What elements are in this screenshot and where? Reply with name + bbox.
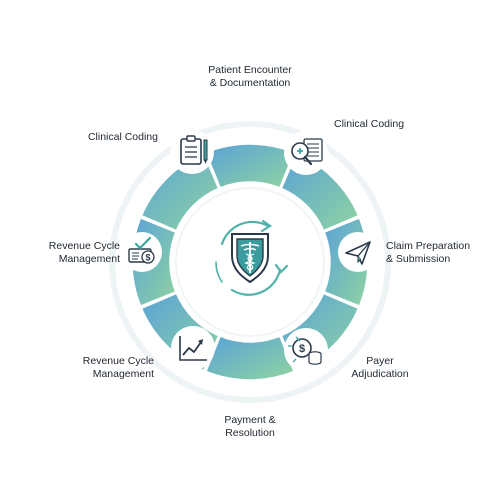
growth-chart-icon (171, 326, 215, 370)
stage-label-clinical-coding-right: Clinical Coding (334, 118, 405, 130)
check-dollar-icon: $ (122, 232, 162, 272)
background-halo (109, 121, 391, 403)
shield-caduceus-icon (231, 233, 269, 284)
clipboard-icon (170, 130, 214, 174)
ring-segment (205, 143, 295, 189)
coding-magnifier-icon (284, 131, 328, 175)
stage-label-claim-preparation: Claim Preparation& Submission (386, 240, 471, 265)
cycle-arrows-icon (215, 219, 289, 296)
ring-segment (205, 335, 295, 381)
paper-plane-icon (338, 232, 378, 272)
stage-label-patient-encounter: Patient Encounter& Documentation (208, 64, 292, 89)
inner-disc-halo (175, 187, 325, 337)
svg-text:$: $ (145, 253, 150, 263)
svg-text:$: $ (299, 343, 305, 355)
stage-label-clinical-coding-left: Clinical Coding (87, 131, 158, 143)
stage-label-payment-resolution: Payment &Resolution (224, 414, 276, 439)
coins-dollar-icon: $ (284, 328, 328, 372)
